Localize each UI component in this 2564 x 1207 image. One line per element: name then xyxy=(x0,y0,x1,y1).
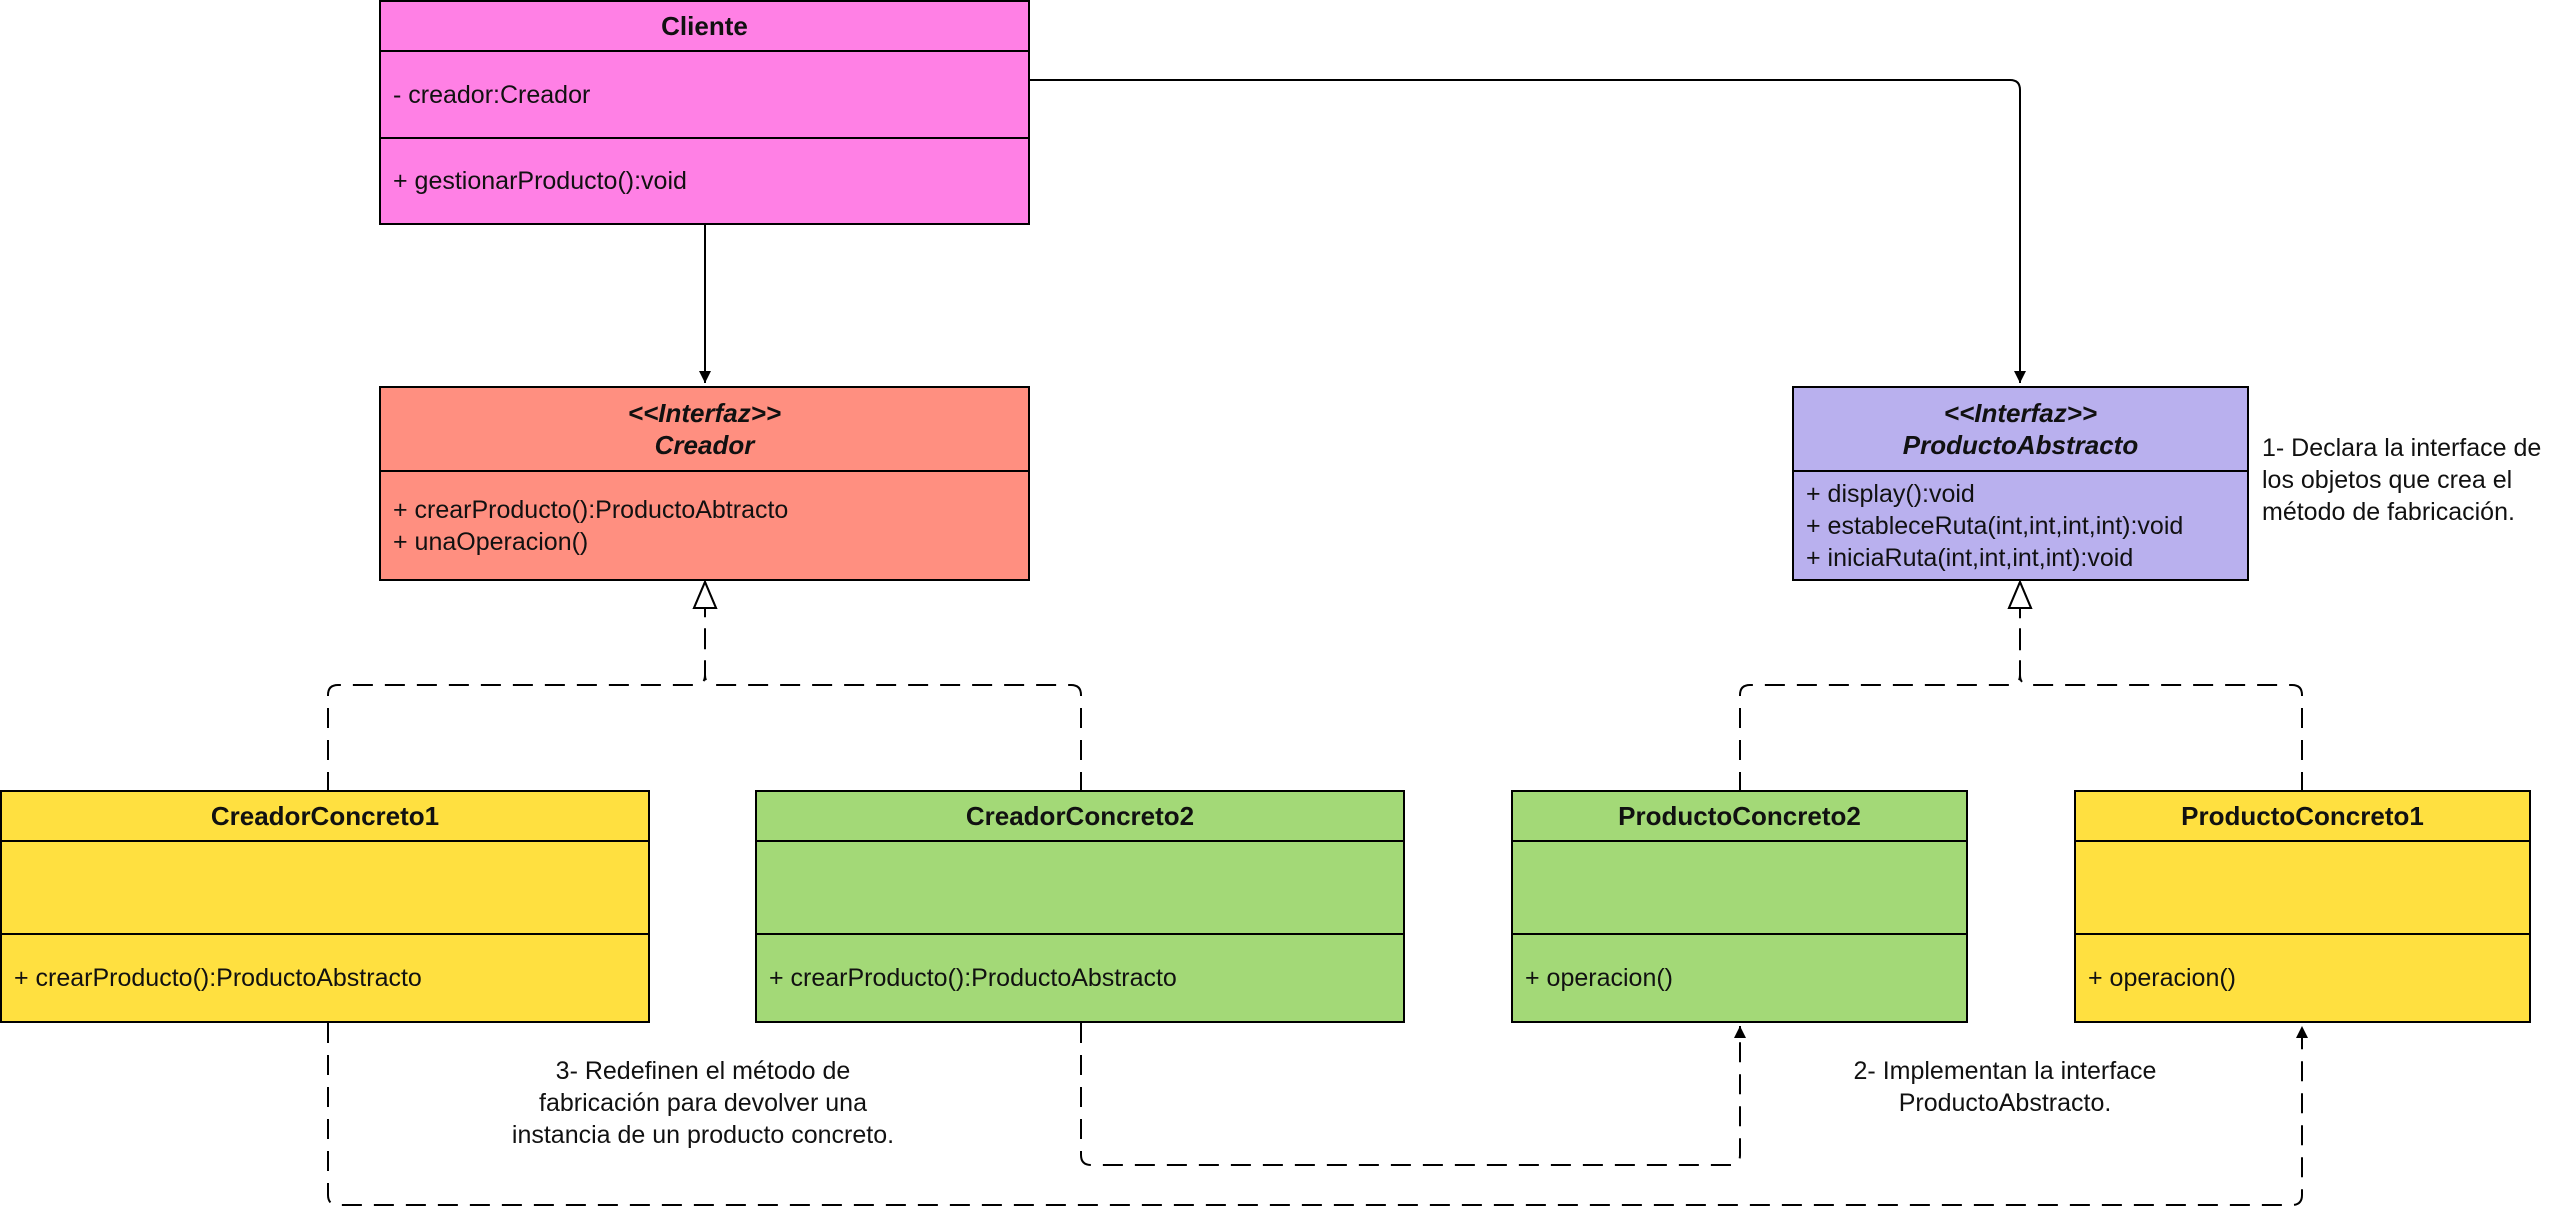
class-name: CreadorConcreto2 xyxy=(965,801,1195,831)
note-line: fabricación para devolver una xyxy=(539,1089,867,1117)
method: + crearProducto():ProductoAbtracto xyxy=(393,495,789,524)
method: + gestionarProducto():void xyxy=(393,167,687,195)
attributes xyxy=(2076,840,2529,933)
class-productoconcreto2[interactable]: ProductoConcreto2 + operacion() xyxy=(1511,790,1968,1023)
method: + crearProducto():ProductoAbstracto xyxy=(769,964,1177,992)
class-name: Cliente xyxy=(661,11,748,41)
class-creadorconcreto2[interactable]: CreadorConcreto2 + crearProducto():Produ… xyxy=(755,790,1405,1023)
method: + operacion() xyxy=(2088,964,2236,992)
methods: + operacion() xyxy=(1513,933,1966,1021)
attributes: - creador:Creador xyxy=(381,50,1028,137)
realize-creadorconcreto1 xyxy=(327,582,705,792)
class-productoconcreto1[interactable]: ProductoConcreto1 + operacion() xyxy=(2074,790,2531,1023)
class-productoabstracto[interactable]: <<Interfaz>> ProductoAbstracto + display… xyxy=(1792,386,2249,581)
class-name: ProductoConcreto2 xyxy=(1618,801,1861,831)
class-name: <<Interfaz>> Creador xyxy=(381,388,1028,470)
attributes xyxy=(757,840,1403,933)
methods: + display():void + estableceRuta(int,int… xyxy=(1794,470,2247,579)
method: + estableceRuta(int,int,int,int):void xyxy=(1806,511,2184,540)
note-line: 1- Declara la interface de xyxy=(2262,434,2542,462)
note-line: 2- Implementan la interface xyxy=(1853,1057,2157,1085)
note-line: método de fabricación. xyxy=(2262,498,2515,526)
class-name: <<Interfaz>> ProductoAbstracto xyxy=(1794,388,2247,470)
methods: + crearProducto():ProductoAbtracto + una… xyxy=(381,470,1028,579)
dep-creadorconcreto1-productoconcreto1 xyxy=(327,1023,2308,1206)
class-cliente[interactable]: Cliente - creador:Creador + gestionarPro… xyxy=(379,0,1030,225)
methods: + crearProducto():ProductoAbstracto xyxy=(757,933,1403,1021)
stereotype: <<Interfaz>> xyxy=(1943,398,2098,428)
class-name: ProductoConcreto1 xyxy=(2181,801,2424,831)
attributes xyxy=(1513,840,1966,933)
note-line: instancia de un producto concreto. xyxy=(511,1121,895,1149)
note-line: los objetos que crea el xyxy=(2262,466,2513,494)
method: + crearProducto():ProductoAbstracto xyxy=(14,964,422,992)
class-name: CreadorConcreto1 xyxy=(210,801,440,831)
realize-productoconcreto1 xyxy=(2020,582,2303,792)
method: + unaOperacion() xyxy=(393,527,589,556)
stereotype: <<Interfaz>> xyxy=(627,398,782,428)
class-creadorconcreto1[interactable]: CreadorConcreto1 + crearProducto():Produ… xyxy=(0,790,650,1023)
method: + operacion() xyxy=(1525,964,1673,992)
class-creador[interactable]: <<Interfaz>> Creador + crearProducto():P… xyxy=(379,386,1030,581)
note-1: 1- Declara la interface de los objetos q… xyxy=(2262,432,2541,528)
methods: + gestionarProducto():void xyxy=(381,137,1028,223)
methods: + crearProducto():ProductoAbstracto xyxy=(2,933,648,1021)
attributes xyxy=(2,840,648,933)
interface-name: ProductoAbstracto xyxy=(1902,430,2139,460)
interface-name: Creador xyxy=(654,430,755,460)
method: + iniciaRuta(int,int,int,int):void xyxy=(1806,543,2134,572)
method: + display():void xyxy=(1806,479,1975,508)
note-line: ProductoAbstracto. xyxy=(1898,1089,2112,1117)
assoc-cliente-productoabstracto xyxy=(1030,79,2026,383)
realize-productoconcreto2 xyxy=(1739,582,2020,792)
dep-creadorconcreto2-productoconcreto2 xyxy=(1080,1023,1746,1166)
attribute: - creador:Creador xyxy=(393,80,591,109)
note-line: 3- Redefinen el método de xyxy=(555,1057,851,1085)
methods: + operacion() xyxy=(2076,933,2529,1021)
realize-creadorconcreto2 xyxy=(705,582,1082,792)
note-2: 2- Implementan la interface ProductoAbst… xyxy=(1810,1055,2200,1119)
note-3: 3- Redefinen el método de fabricación pa… xyxy=(478,1055,928,1151)
